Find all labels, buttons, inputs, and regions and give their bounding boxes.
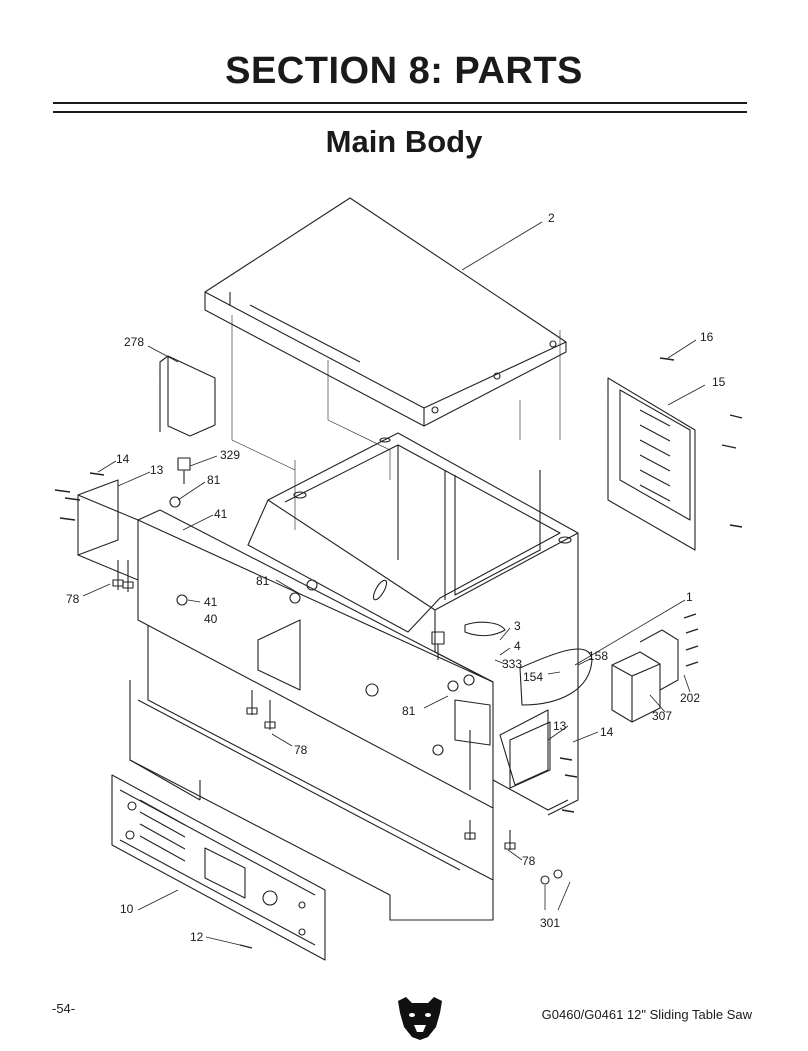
model-name: G0460/G0461 12" Sliding Table Saw — [541, 1007, 752, 1022]
vent-panel — [607, 377, 696, 551]
part-label: 16 — [700, 330, 714, 344]
part-label: 14 — [600, 725, 614, 739]
subtitle: Main Body — [325, 124, 483, 159]
part-label: 40 — [204, 612, 218, 626]
part-label: 41 — [204, 595, 218, 609]
part-label: 10 — [120, 902, 134, 916]
part-label: 78 — [66, 592, 80, 606]
front-panel — [129, 509, 569, 921]
part-label: 81 — [256, 574, 270, 588]
part-label: 158 — [588, 649, 608, 663]
part-label: 202 — [680, 691, 700, 705]
part-label: 13 — [553, 719, 567, 733]
part-label: 41 — [214, 507, 228, 521]
part-label: 278 — [124, 335, 144, 349]
page-title: SECTION 8: PARTS — [225, 50, 583, 92]
part-label: 2 — [548, 211, 555, 225]
part-label: 329 — [220, 448, 240, 462]
part-label: 4 — [514, 639, 521, 653]
part-label: 333 — [502, 657, 522, 671]
part-label: 14 — [116, 452, 130, 466]
part-label: 15 — [712, 375, 726, 389]
title-rule-top — [53, 102, 747, 104]
part-label: 13 — [150, 463, 164, 477]
title-rule-bottom — [53, 111, 747, 113]
top-cover — [204, 197, 567, 427]
part-label: 3 — [514, 619, 521, 633]
part-label: 301 — [540, 916, 560, 930]
part-label: 12 — [190, 930, 204, 944]
cabinet-box — [247, 432, 579, 816]
front-cover — [111, 774, 326, 961]
part-label: 78 — [294, 743, 308, 757]
part-label: 154 — [523, 670, 543, 684]
part-label: 81 — [402, 704, 416, 718]
grizzly-bear-logo-icon — [398, 997, 442, 1040]
page-number: -54- — [52, 1001, 76, 1016]
part-label: 78 — [522, 854, 536, 868]
bolts — [112, 457, 563, 885]
part-label: 1 — [686, 590, 693, 604]
part-labels: 2 278 16 15 14 13 329 81 41 41 40 81 78 … — [66, 211, 726, 944]
part-label: 81 — [207, 473, 221, 487]
part-label: 307 — [652, 709, 672, 723]
